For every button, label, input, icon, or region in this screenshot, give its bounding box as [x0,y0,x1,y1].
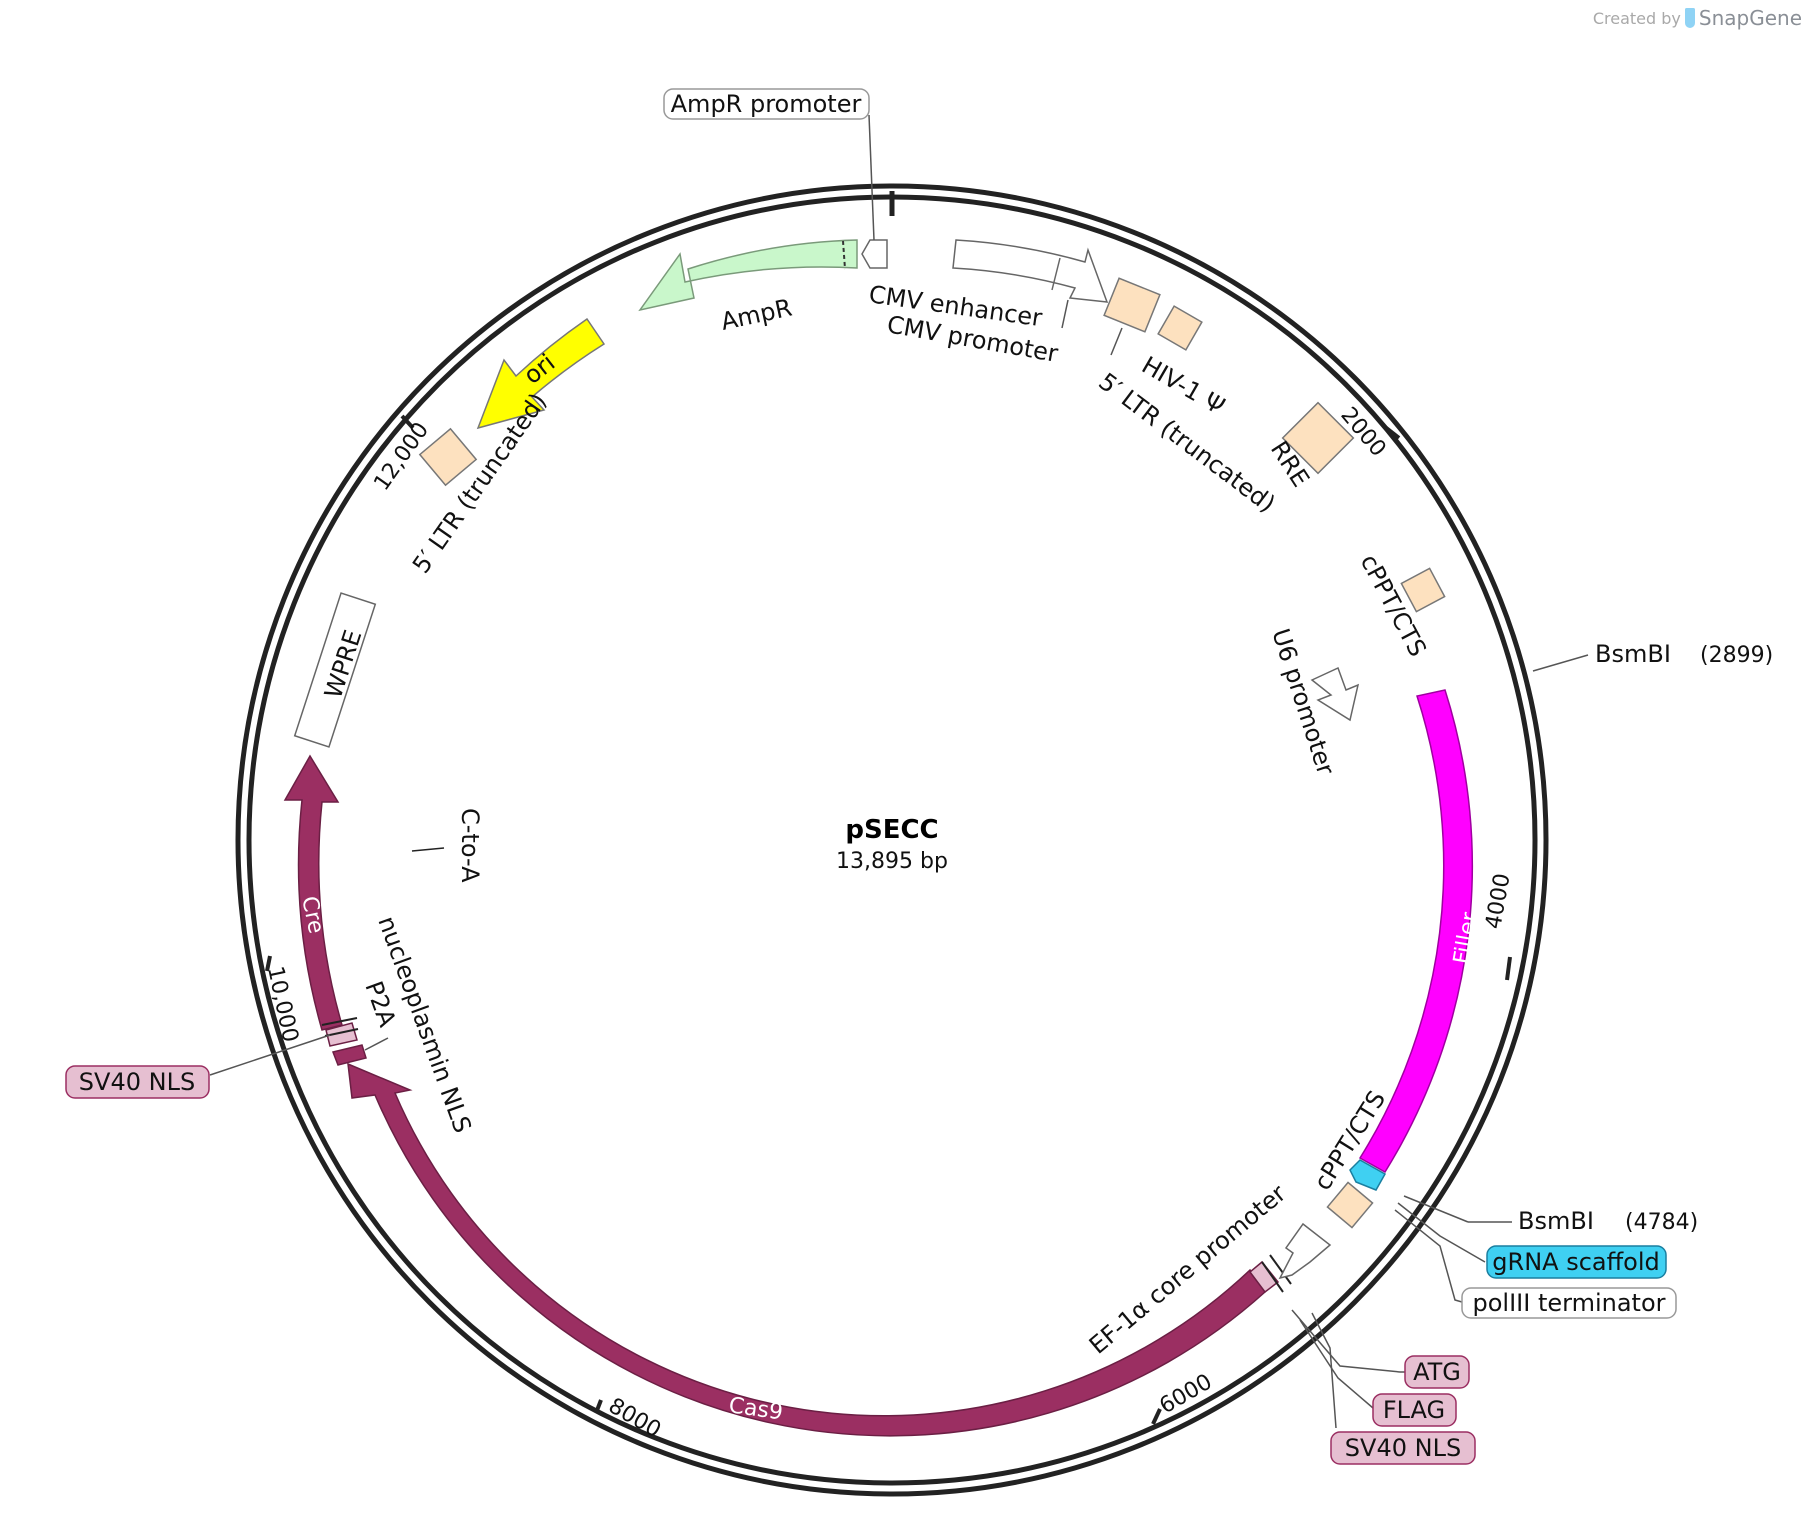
ltr-left-box [418,427,478,487]
ampr-promoter-callout: AmpR promoter [671,90,862,118]
tick-mark-4000 [1505,956,1512,981]
cmv-arrow [952,239,1109,303]
c-to-a-marker [411,847,445,852]
sv40-right-callout: SV40 NLS [1345,1434,1461,1462]
ampr-label: AmpR [718,294,794,336]
grna-callout: gRNA scaffold [1492,1248,1659,1276]
backbone-outer [235,183,1549,1497]
ampr-promoter-callout-box [663,88,870,120]
atg-leader [1291,1309,1405,1373]
credit-text: Created by [1592,8,1681,28]
sv40-right-callout-box [1330,1431,1476,1465]
ampr-arrow [638,239,858,312]
ltr-right-box [1103,277,1161,333]
ltr-left-label: 5′ LTR (truncated) [407,388,552,579]
tick-mark-12000 [400,414,415,430]
tick-mark-10000 [265,955,272,972]
p2a-piece [331,1044,367,1066]
bsmbi-bottom-callout: BsmBI [1518,1207,1594,1235]
u6-arrow [1310,666,1360,722]
ampr-divider [842,240,846,270]
sv40-left-callout: SV40 NLS [79,1068,195,1096]
ampr-promoter-leader [868,114,875,241]
cre-arrow [283,754,343,1031]
grna-segment [1349,1159,1387,1191]
ampr-promoter-arrow [861,239,888,269]
cppt-bottom-box [1326,1181,1374,1229]
snapgene-credit: Created by SnapGene [1593,6,1802,30]
sv40-right-leader [1311,1312,1337,1429]
plasmid-length: 13,895 bp [836,849,948,874]
hiv-box [1157,305,1203,351]
poliii-callout-box [1461,1287,1677,1319]
tick-mark-6000 [1151,1408,1162,1425]
bsmbi-bottom-position: (4784) [1625,1210,1698,1235]
cre-label: Cre [296,894,328,936]
cppt-top-box [1400,567,1446,613]
tick-label-8000: 8000 [604,1394,665,1444]
c-to-a-label: C-to-A [456,808,484,883]
wpre-box [293,592,377,748]
cmv-divider [1051,257,1061,291]
p2a-leader [364,1037,389,1051]
filler-arc [1358,689,1474,1174]
cmv-leader [1061,299,1069,329]
cas9-arrow [347,1062,1266,1437]
junction-line-1 [321,1017,358,1026]
p2a-label: P2A [359,977,401,1030]
bsmbi-top-leader [1532,654,1589,672]
flag-callout: FLAG [1383,1396,1445,1424]
snapgene-logo-icon [1684,8,1695,28]
bsmbi-top-callout: BsmBI [1595,640,1671,668]
segment-line-1 [1261,1261,1284,1293]
sv40-left-leader [209,1034,331,1076]
plasmid-name: pSECC [845,815,938,845]
junction-line-2 [324,1028,359,1037]
tick-mark-2000 [1383,425,1401,440]
flag-leader [1299,1319,1374,1409]
nls-piece-left [325,1022,358,1047]
bsmbi-top-position: (2899) [1700,643,1773,668]
atg-callout-box [1404,1355,1470,1389]
ori-arrow [476,317,606,430]
poliii-leader [1394,1209,1463,1303]
hiv-leader [1110,327,1123,356]
flag-callout-box [1372,1393,1457,1427]
poliii-callout: polIII terminator [1473,1289,1666,1317]
grna-leader [1397,1202,1486,1263]
segment-line-2 [1269,1254,1292,1285]
grna-callout-box [1486,1245,1667,1279]
atg-flag-segment [1248,1260,1280,1294]
cas9-label: Cas9 [727,1393,784,1425]
rre-box [1281,401,1355,475]
tick-label-4000: 4000 [1481,872,1515,931]
ef1a-arrow [1278,1222,1332,1280]
atg-callout: ATG [1413,1358,1461,1386]
credit-brand: SnapGene [1698,6,1802,30]
sv40-left-callout-box [65,1065,210,1099]
tick-mark-8000 [594,1399,603,1414]
bsmbi-bottom-leader-1 [1403,1195,1469,1223]
